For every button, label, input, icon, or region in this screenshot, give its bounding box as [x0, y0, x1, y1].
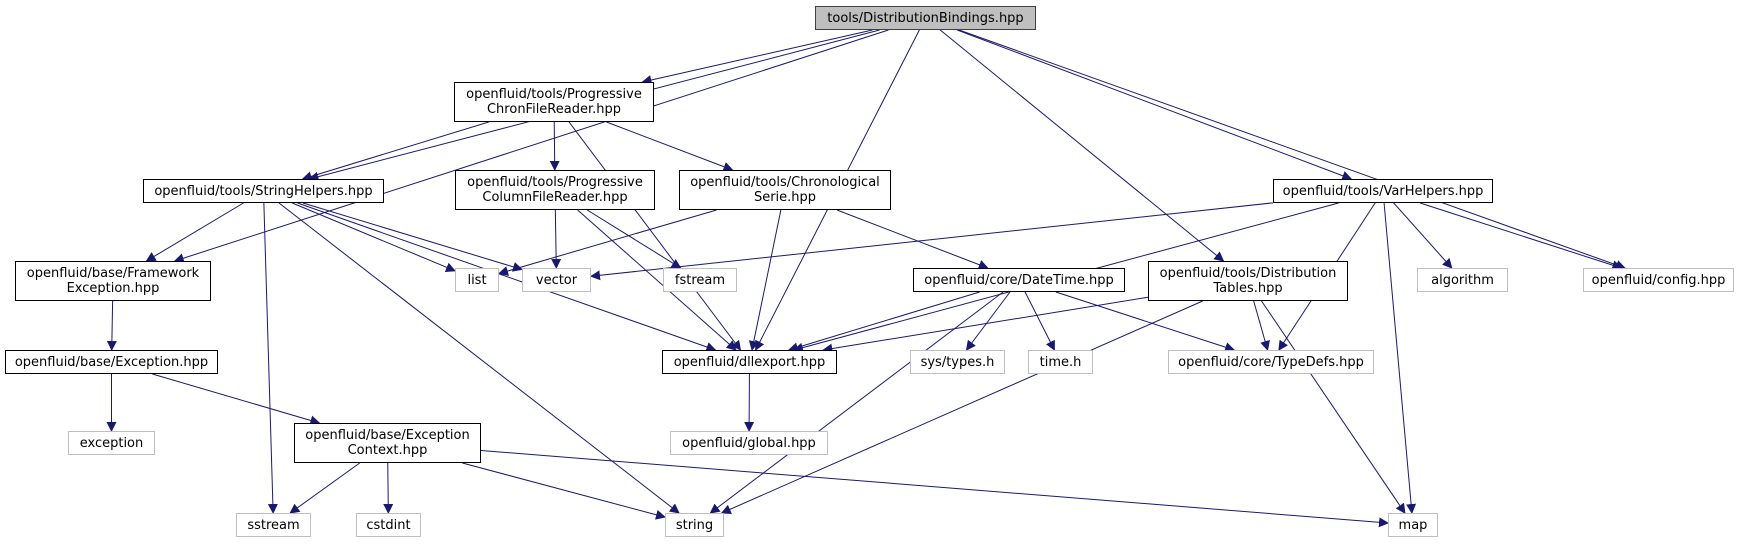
node-algorithm[interactable]: algorithm: [1417, 268, 1508, 292]
edge-varHelpers-to-algorithm: [1393, 202, 1453, 269]
edge-root-to-distTables: [939, 29, 1225, 262]
edge-stringHelpers-to-vector: [302, 202, 523, 272]
node-string[interactable]: string: [665, 513, 724, 537]
node-cstdint[interactable]: cstdint: [356, 513, 421, 537]
node-var-helpers[interactable]: openfluid/tools/VarHelpers.hpp: [1273, 179, 1493, 203]
node-string-helpers[interactable]: openfluid/tools/StringHelpers.hpp: [143, 179, 384, 203]
edge-distTables-to-string: [720, 300, 1203, 514]
node-date-time[interactable]: openfluid/core/DateTime.hpp: [913, 268, 1125, 292]
node-list[interactable]: list: [455, 268, 499, 292]
node-fstream[interactable]: fstream: [663, 268, 737, 292]
node-config[interactable]: openfluid/config.hpp: [1583, 268, 1734, 292]
node-exception-context[interactable]: openfluid/base/Exception Context.hpp: [294, 423, 481, 463]
node-base-exception[interactable]: openfluid/base/Exception.hpp: [5, 350, 218, 374]
node-map[interactable]: map: [1388, 513, 1438, 537]
edge-progChron-to-stringHelpers: [301, 121, 489, 182]
edge-stringHelpers-to-string: [278, 202, 680, 514]
edge-progChron-to-progColumn: [549, 121, 560, 171]
edge-varHelpers-to-map: [1383, 202, 1417, 514]
edge-varHelpers-to-vector: [590, 202, 1274, 281]
node-sstream[interactable]: sstream: [236, 513, 311, 537]
node-vector[interactable]: vector: [522, 268, 591, 292]
edge-distTables-to-typeDefs: [1253, 300, 1270, 351]
edge-chronSerie-to-dllexport: [748, 209, 782, 351]
edge-progColumn-to-vector: [551, 209, 562, 269]
edge-distTables-to-map: [1261, 300, 1406, 514]
edge-progChron-to-chronSerie: [606, 121, 734, 172]
edge-distTables-to-dllexport: [822, 296, 1149, 354]
edge-dateTime-to-dllexport: [787, 291, 980, 353]
edge-varHelpers-to-config: [1419, 202, 1623, 270]
edge-stringHelpers-to-sstream: [263, 202, 278, 514]
edge-root-to-varHelpers: [957, 29, 1353, 181]
edge-progColumn-to-fstream: [586, 209, 682, 269]
edge-excContext-to-sstream: [289, 462, 360, 514]
edge-stringHelpers-to-frameworkExc: [145, 202, 244, 262]
edge-root-to-frameworkExc: [173, 29, 889, 263]
node-framework-exception[interactable]: openfluid/base/Framework Exception.hpp: [15, 261, 211, 301]
edge-root-to-progChron: [641, 29, 873, 85]
edge-excContext-to-map: [480, 449, 1389, 528]
node-type-defs[interactable]: openfluid/core/TypeDefs.hpp: [1168, 350, 1374, 374]
edge-root-to-config: [958, 29, 1626, 270]
node-time-h[interactable]: time.h: [1028, 350, 1093, 374]
edge-progColumn-to-dllexport: [577, 209, 737, 351]
node-global[interactable]: openfluid/global.hpp: [670, 431, 828, 455]
node-sys-types[interactable]: sys/types.h: [910, 350, 1005, 374]
edge-chronSerie-to-dateTime: [836, 209, 989, 270]
node-progressive-column-file-reader[interactable]: openfluid/tools/Progressive ColumnFileRe…: [455, 170, 655, 210]
node-dllexport[interactable]: openfluid/dllexport.hpp: [662, 350, 837, 374]
node-std-exception[interactable]: exception: [68, 431, 155, 455]
edge-dateTime-to-typeDefs: [1055, 291, 1236, 352]
edge-chronSerie-to-list: [498, 209, 717, 276]
node-chronological-serie[interactable]: openfluid/tools/Chronological Serie.hpp: [679, 170, 891, 210]
edge-progChron-to-dllexport: [568, 121, 742, 351]
edge-stringHelpers-to-list: [292, 202, 456, 272]
node-root-distribution-bindings[interactable]: tools/DistributionBindings.hpp: [815, 6, 1036, 30]
edge-excContext-to-cstdint: [383, 462, 394, 514]
edge-frameworkExc-to-exception: [106, 300, 117, 351]
edge-excContext-to-string: [462, 462, 666, 520]
edge-dateTime-to-sysTypes: [965, 291, 1011, 351]
edge-stringHelpers-to-dllexport: [297, 202, 717, 352]
node-progressive-chron-file-reader[interactable]: openfluid/tools/Progressive ChronFileRea…: [454, 82, 654, 122]
node-distribution-tables[interactable]: openfluid/tools/Distribution Tables.hpp: [1148, 261, 1348, 301]
edge-dateTime-to-string: [709, 291, 1004, 514]
edge-exception-to-excContext: [152, 373, 321, 426]
edge-dateTime-to-timeH: [1024, 291, 1055, 351]
